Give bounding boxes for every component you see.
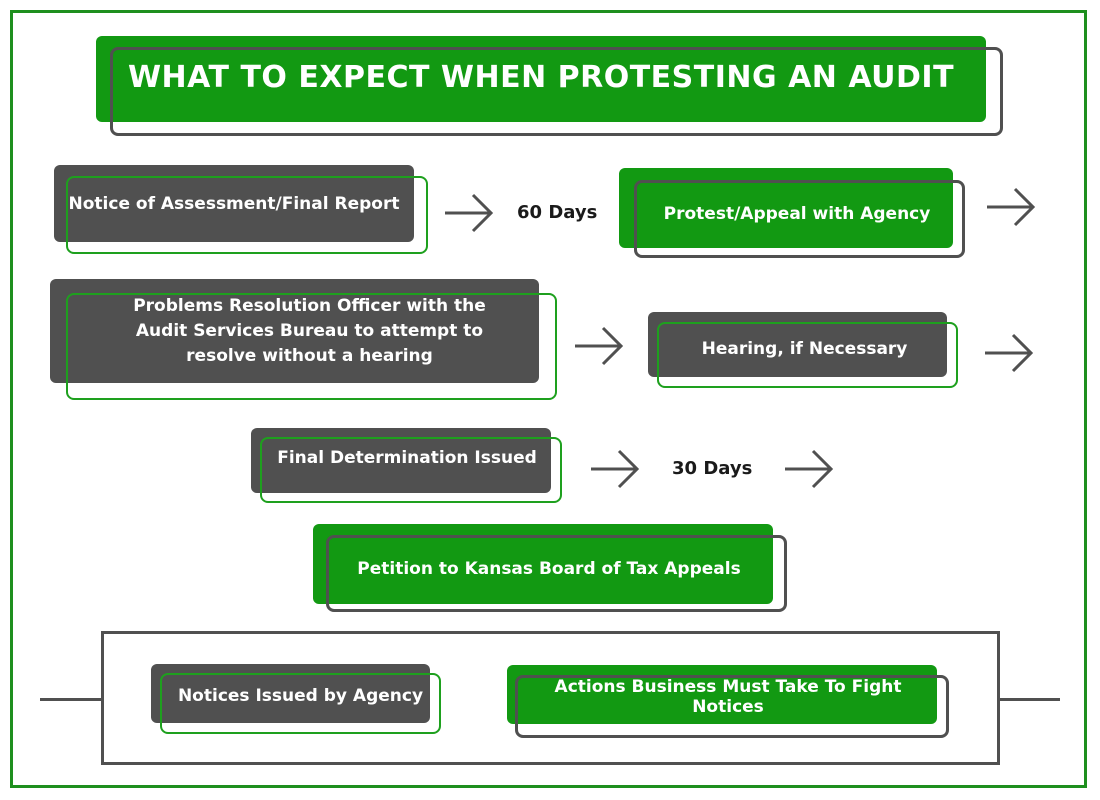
legend-box	[101, 631, 1000, 765]
step-pro-outline	[66, 293, 557, 400]
legend-agency-label: Notices Issued by Agency	[177, 685, 424, 706]
step-protest-outline	[634, 180, 965, 258]
legend-agency-outline	[160, 673, 441, 734]
step-final-label: Final Determination Issued	[277, 447, 537, 468]
arrow-right-icon	[575, 326, 624, 366]
arrow-right-icon	[785, 449, 834, 489]
duration-60-days: 60 Days	[517, 202, 598, 223]
page-frame	[10, 10, 1087, 788]
title-banner-outline	[110, 47, 1003, 136]
step-final-outline	[260, 437, 562, 503]
legend-business-outline	[515, 675, 949, 738]
legend-left-line	[40, 698, 103, 701]
legend-business-swatch: Actions Business Must Take To Fight Noti…	[507, 665, 937, 724]
step-hearing-label: Hearing, if Necessary	[701, 338, 908, 359]
legend-right-line	[998, 698, 1060, 701]
step-pro-label-line2: Audit Services Bureau to attempt to	[135, 320, 484, 341]
step-pro-label-line3: resolve without a hearing	[186, 345, 433, 366]
step-protest-label: Protest/Appeal with Agency	[663, 204, 931, 224]
page-title: WHAT TO EXPECT WHEN PROTESTING AN AUDIT	[127, 59, 955, 95]
arrow-right-icon	[445, 193, 494, 233]
step-notice-outline	[66, 176, 428, 254]
arrow-right-icon	[987, 187, 1036, 227]
legend-business-label: Actions Business Must Take To Fight Noti…	[554, 676, 902, 717]
step-petition-outline	[326, 535, 787, 612]
arrow-right-icon	[591, 449, 640, 489]
arrow-right-icon	[985, 333, 1034, 373]
step-notice-label: Notice of Assessment/Final Report	[68, 193, 400, 214]
step-petition-label: Petition to Kansas Board of Tax Appeals	[357, 559, 741, 579]
step-hearing-outline	[657, 322, 958, 388]
step-pro-label-line1: Problems Resolution Officer with the	[133, 295, 486, 316]
step-problems-resolution-officer: Problems Resolution Officer with the Aud…	[50, 279, 539, 383]
title-banner: WHAT TO EXPECT WHEN PROTESTING AN AUDIT	[96, 36, 986, 122]
duration-30-days: 30 Days	[672, 458, 753, 479]
